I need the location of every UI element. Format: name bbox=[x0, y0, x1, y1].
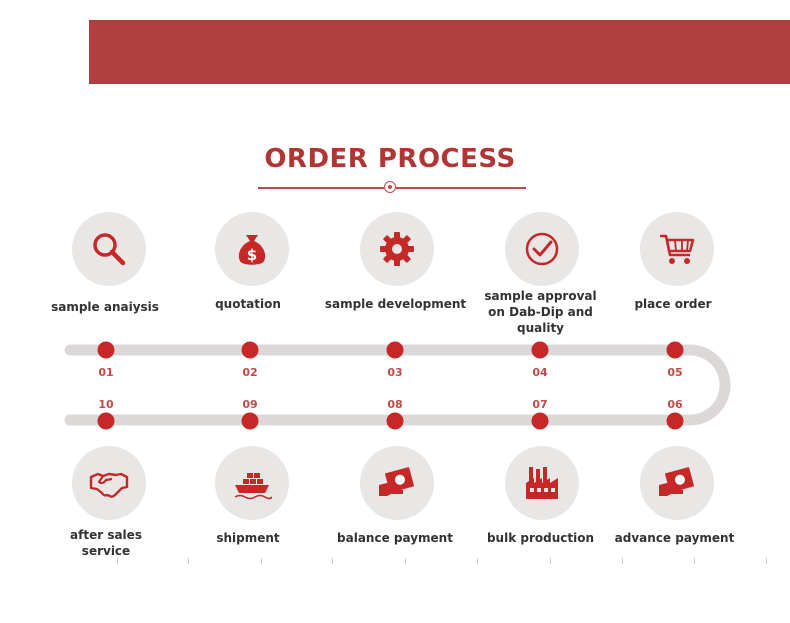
title-divider-dot bbox=[384, 181, 396, 193]
step-02-icon-circle: $ bbox=[215, 212, 289, 286]
step-number-05: 05 bbox=[667, 366, 683, 379]
step-03-icon-circle bbox=[360, 212, 434, 286]
step-number-07: 07 bbox=[532, 398, 548, 411]
step-number-10: 10 bbox=[98, 398, 114, 411]
step-dot-03 bbox=[386, 341, 404, 359]
step-06-icon-circle bbox=[640, 446, 714, 520]
title-divider-left bbox=[258, 187, 384, 189]
footer-tick bbox=[188, 558, 189, 564]
title-divider-right bbox=[396, 187, 526, 189]
gear-icon bbox=[380, 232, 414, 266]
svg-text:$: $ bbox=[247, 246, 257, 264]
step-09-label: shipment bbox=[216, 531, 280, 545]
footer-tick bbox=[405, 558, 406, 564]
step-dot-01 bbox=[97, 341, 115, 359]
step-dot-02 bbox=[241, 341, 259, 359]
footer-tick bbox=[332, 558, 333, 564]
header-banner bbox=[89, 20, 790, 84]
handshake-icon bbox=[89, 472, 129, 498]
step-03-label: sample development bbox=[324, 297, 467, 311]
footer-tick bbox=[622, 558, 623, 564]
step-08-icon-circle bbox=[360, 446, 434, 520]
diagram-title: ORDER PROCESS bbox=[264, 144, 516, 174]
footer-tick bbox=[766, 558, 767, 564]
step-number-04: 04 bbox=[532, 366, 548, 379]
ship-icon bbox=[234, 473, 272, 500]
step-08-label: balance payment bbox=[337, 531, 453, 545]
step-09-icon-circle bbox=[215, 446, 289, 520]
magnifier-icon bbox=[93, 233, 126, 266]
step-number-06: 06 bbox=[667, 398, 683, 411]
track-path bbox=[64, 344, 731, 426]
shopping-cart-icon bbox=[660, 234, 695, 264]
footer-tick bbox=[694, 558, 695, 564]
footer-tick bbox=[477, 558, 478, 564]
step-dot-08 bbox=[386, 412, 404, 430]
step-dot-09 bbox=[241, 412, 259, 430]
step-number-08: 08 bbox=[387, 398, 403, 411]
step-07-icon-circle bbox=[505, 446, 579, 520]
step-05-icon-circle bbox=[640, 212, 714, 286]
step-07-label: bulk production bbox=[486, 531, 595, 545]
factory-icon bbox=[526, 467, 558, 499]
step-10-icon-circle bbox=[72, 446, 146, 520]
footer-tick bbox=[117, 558, 118, 564]
footer-tick bbox=[550, 558, 551, 564]
step-02-label: quotation bbox=[215, 297, 281, 311]
step-dot-06 bbox=[666, 412, 684, 430]
footer-tick bbox=[261, 558, 262, 564]
check-circle-icon bbox=[525, 232, 559, 266]
step-dot-04 bbox=[531, 341, 549, 359]
step-dot-07 bbox=[531, 412, 549, 430]
step-number-09: 09 bbox=[242, 398, 258, 411]
step-number-03: 03 bbox=[387, 366, 403, 379]
step-04-label: sample approval on Dab-Dip and quality bbox=[484, 289, 597, 335]
step-06-label: advance payment bbox=[614, 531, 735, 545]
step-10-label: after sales service bbox=[70, 528, 142, 558]
step-01-label: sample anaiysis bbox=[51, 300, 159, 314]
step-number-02: 02 bbox=[242, 366, 258, 379]
money-bag-icon: $ bbox=[238, 235, 266, 265]
payment-icon bbox=[659, 467, 694, 496]
step-dot-10 bbox=[97, 412, 115, 430]
step-04-icon-circle bbox=[505, 212, 579, 286]
payment-icon bbox=[379, 467, 414, 496]
step-01-icon-circle bbox=[72, 212, 146, 286]
step-05-label: place order bbox=[634, 297, 712, 311]
step-dot-05 bbox=[666, 341, 684, 359]
step-number-01: 01 bbox=[98, 366, 114, 379]
